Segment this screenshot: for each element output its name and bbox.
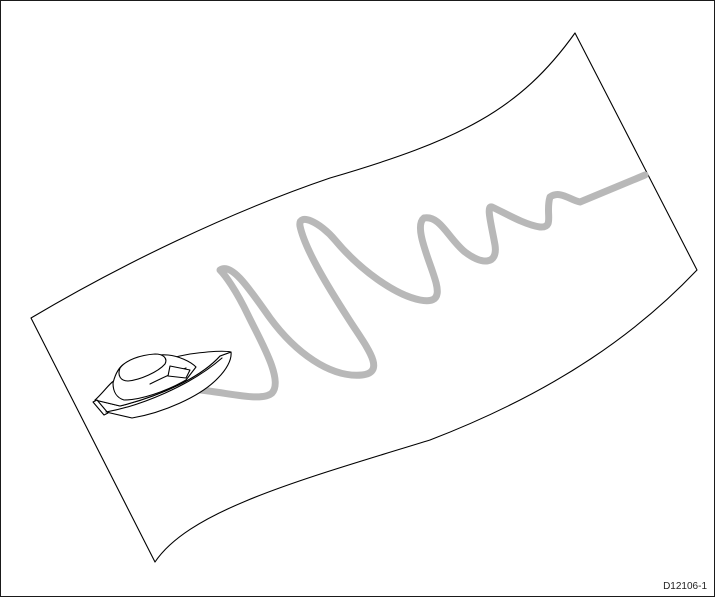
- motor-cruiser-boat-icon: [92, 350, 232, 419]
- boat-swim-platform: [92, 399, 109, 416]
- boat-rub-rail: [105, 357, 223, 413]
- boat-flybridge: [118, 353, 167, 382]
- boat-windshield: [167, 365, 191, 379]
- figure-identifier: D12106-1: [663, 581, 707, 592]
- chart-sheet-outline: [30, 32, 698, 563]
- vessel-track: [196, 171, 649, 401]
